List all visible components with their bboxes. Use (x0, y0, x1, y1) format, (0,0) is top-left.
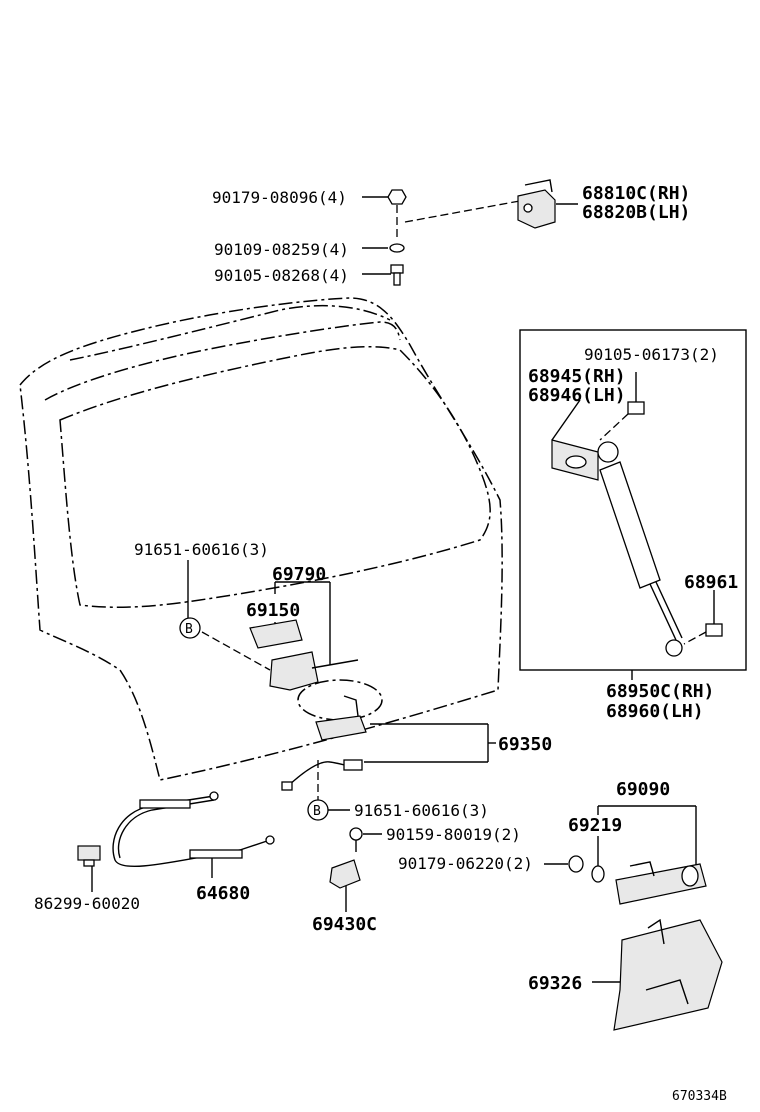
handle-group (544, 805, 707, 905)
cable-assy (77, 791, 275, 892)
label-hinge-lh: 68820B(LH) (582, 202, 690, 223)
lock-body-icon (269, 651, 359, 691)
label-lock-part: 69150 (246, 600, 300, 621)
label-stay-end: 68961 (684, 572, 738, 593)
washer-icon (389, 243, 405, 253)
lock-cover-icon (249, 619, 303, 649)
lock-area: B B (179, 560, 496, 821)
label-bracket-rh: 68945(RH) (528, 366, 626, 387)
bracket-icon (551, 439, 599, 481)
callout-b-bottom-label: B (313, 804, 321, 819)
handle-nut-icon (568, 855, 584, 873)
hinge-icon (517, 179, 556, 229)
label-cable: 64680 (196, 883, 250, 904)
hinge-hardware (362, 179, 578, 286)
label-handle-group: 69090 (616, 779, 670, 800)
clip-icon (77, 845, 101, 867)
label-screw-mid: 90159-80019(2) (386, 825, 521, 844)
handle-seal-icon (591, 865, 605, 883)
handle-housing-icon (297, 679, 383, 741)
label-screw-b-bottom: 91651-60616(3) (354, 801, 489, 820)
stay-bolt-icon (627, 372, 645, 415)
label-screw-b-top: 91651-60616(3) (134, 540, 269, 559)
back-door-panel (19, 297, 503, 781)
label-stay-lh: 68960(LH) (606, 701, 704, 722)
label-stay-rh: 68950C(RH) (606, 681, 714, 702)
label-cover: 69326 (528, 973, 582, 994)
bolt-icon (390, 264, 404, 286)
label-handle-sub: 69219 (568, 815, 622, 836)
lock-wire-icon (281, 759, 363, 791)
label-bracket-lh: 68946(LH) (528, 385, 626, 406)
label-handle-assy: 69790 (272, 564, 326, 585)
support-stay-box (519, 329, 747, 680)
label-hinge-rh: 68810C(RH) (582, 183, 690, 204)
label-bolt-stay: 90105-06173(2) (584, 345, 719, 364)
callout-b-top (179, 617, 201, 639)
label-nut-bottom: 90179-06220(2) (398, 854, 533, 873)
label-striker: 69430C (312, 914, 377, 935)
label-washer: 90109-08259(4) (214, 240, 349, 259)
nut-icon (387, 189, 407, 205)
outside-handle-icon (615, 861, 707, 905)
callout-b-top-label: B (185, 622, 193, 637)
diagram-code: 670334B (672, 1089, 727, 1104)
label-bolt-top: 90105-08268(4) (214, 266, 349, 285)
screw-icon (349, 827, 363, 852)
stay-end-icon (705, 590, 723, 637)
label-nut-top: 90179-08096(4) (212, 188, 347, 207)
striker-hardware (329, 827, 382, 912)
gas-stay-icon (597, 441, 683, 657)
cover-icon (592, 918, 723, 1031)
label-lock-assy: 69350 (498, 734, 552, 755)
striker-icon (329, 859, 361, 889)
label-clip: 86299-60020 (34, 894, 140, 913)
